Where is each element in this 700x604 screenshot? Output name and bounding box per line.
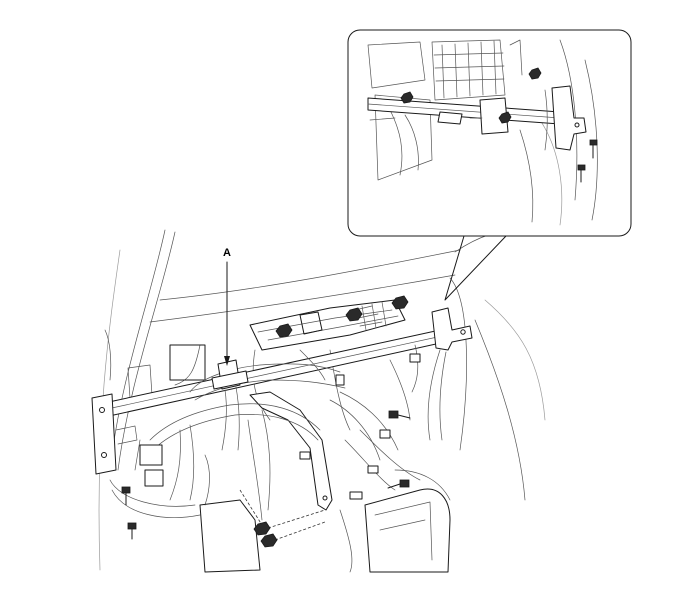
nut-icon bbox=[275, 323, 293, 338]
left-mounting-bracket bbox=[91, 393, 201, 518]
steering-support-brace bbox=[247, 391, 333, 521]
callout-a-label: A bbox=[223, 247, 231, 259]
center-bracket-a bbox=[211, 359, 249, 451]
clip-icon bbox=[409, 353, 421, 363]
bolt-icon bbox=[577, 164, 586, 183]
nut-icon bbox=[345, 307, 363, 322]
bolt-icon bbox=[121, 486, 131, 506]
nut-icon bbox=[498, 111, 512, 124]
bolt-icon bbox=[388, 410, 411, 419]
clip-icon bbox=[379, 429, 391, 439]
right-mounting-bracket bbox=[411, 307, 473, 441]
clip-icon bbox=[299, 451, 311, 460]
nut-icon bbox=[260, 533, 278, 548]
clip-icon bbox=[367, 465, 379, 474]
inset-contents bbox=[367, 39, 598, 226]
callout-a: A bbox=[223, 247, 231, 366]
detail-inset bbox=[347, 29, 632, 301]
main-assembly-view: A bbox=[91, 229, 546, 573]
bolt-icon bbox=[387, 479, 410, 489]
nut-icon bbox=[400, 91, 414, 104]
nut-icon bbox=[391, 295, 409, 310]
nut-icon bbox=[528, 67, 542, 80]
clip-icon bbox=[335, 374, 345, 386]
callout-a-arrowhead bbox=[224, 356, 230, 366]
alignment-guides bbox=[239, 489, 326, 541]
bolt-icon bbox=[127, 522, 137, 540]
lower-panel bbox=[199, 469, 451, 573]
bolt-icon bbox=[589, 139, 598, 159]
fasteners bbox=[121, 295, 421, 548]
inset-pointer bbox=[444, 235, 507, 301]
nut-icon bbox=[253, 521, 271, 536]
clip-icon bbox=[349, 491, 363, 500]
